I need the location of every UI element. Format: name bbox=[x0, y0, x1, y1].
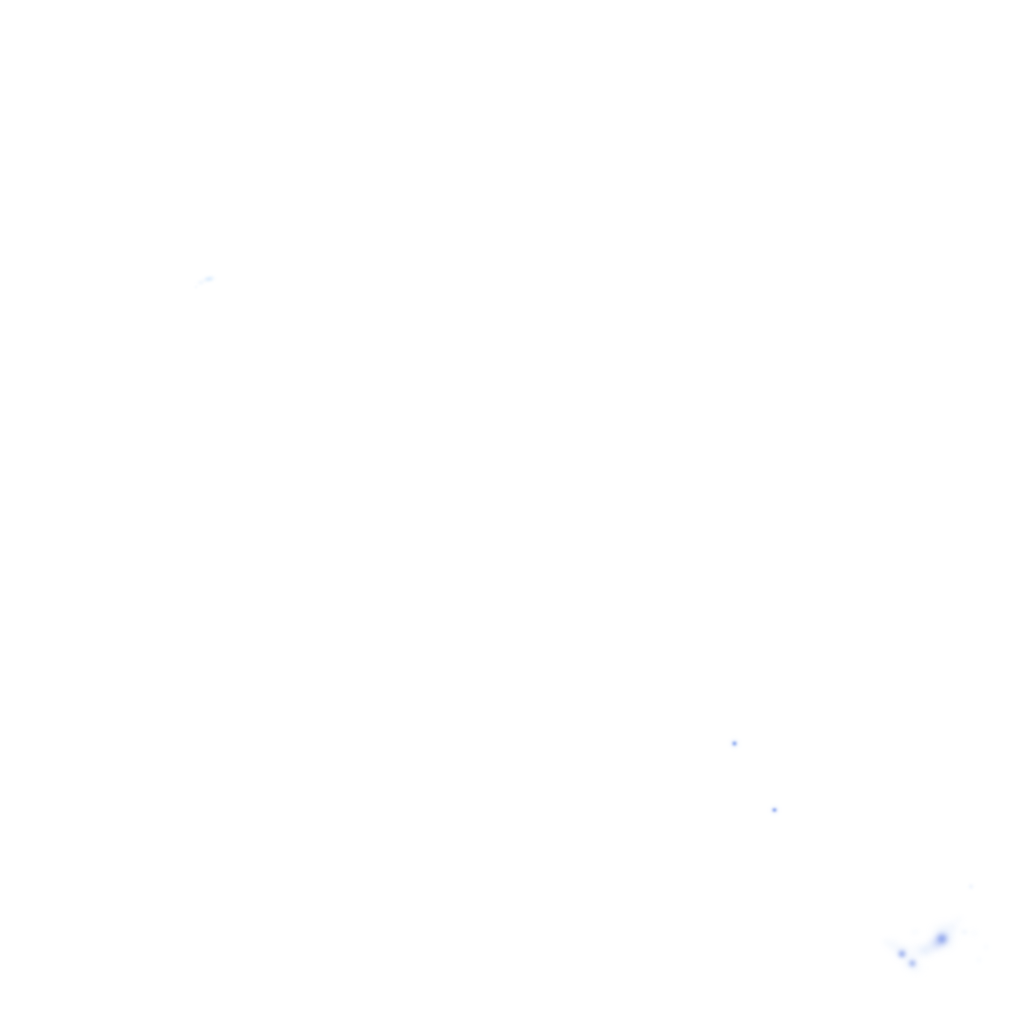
heatmap-blob bbox=[728, 737, 740, 749]
heatmap-blob bbox=[897, 949, 907, 959]
heatmap-blob bbox=[195, 278, 207, 286]
heatmap-blob bbox=[770, 807, 778, 813]
heatmap-blob bbox=[768, 805, 780, 815]
heatmap-blob bbox=[916, 942, 936, 958]
heatmap-blob bbox=[894, 945, 910, 959]
heatmap-blob bbox=[943, 917, 963, 935]
heatmap-blob bbox=[934, 931, 950, 947]
heatmap-blob bbox=[983, 944, 989, 950]
heatmap-blob bbox=[909, 945, 925, 957]
heatmap-blob bbox=[931, 923, 957, 945]
heatmap-blob bbox=[960, 929, 968, 935]
heatmap-blob bbox=[200, 274, 218, 284]
heatmap-blob bbox=[955, 915, 963, 923]
heatmap-blob bbox=[907, 963, 925, 973]
heatmap-blob bbox=[882, 938, 890, 946]
heatmap-blob bbox=[976, 957, 982, 963]
heatmap-blob bbox=[969, 928, 979, 938]
heatmap-blob bbox=[908, 929, 922, 935]
heatmap-blob bbox=[967, 881, 975, 891]
heatmap-blob bbox=[730, 739, 738, 747]
heatmap-blob bbox=[927, 936, 945, 952]
heatmap-blob bbox=[904, 955, 918, 969]
heatmap-blob bbox=[887, 940, 899, 950]
heatmap-blob bbox=[941, 939, 955, 949]
heatmap-blob bbox=[907, 958, 917, 968]
heatmap-blob bbox=[194, 285, 198, 289]
